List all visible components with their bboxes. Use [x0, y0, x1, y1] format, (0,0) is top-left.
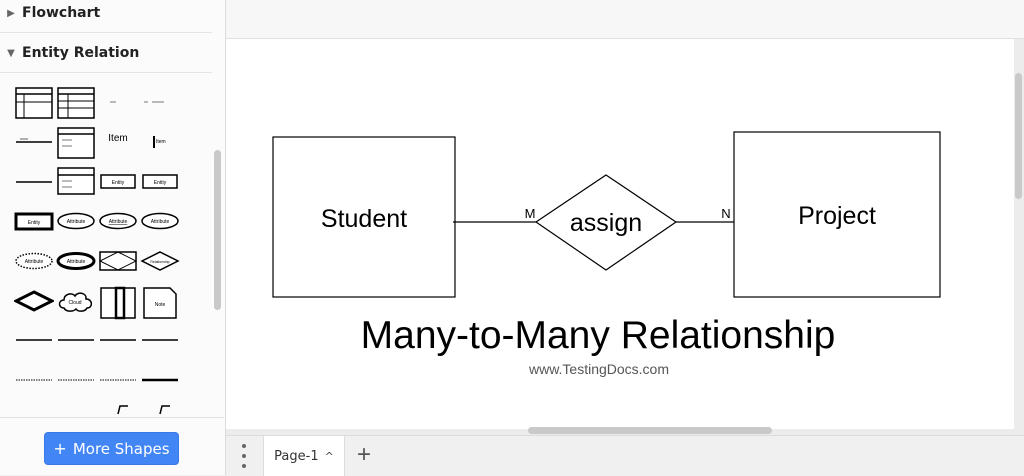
page-tab[interactable]: Page-1 ^	[263, 436, 345, 476]
divider	[0, 72, 212, 73]
shape-line-icon[interactable]	[14, 166, 54, 204]
more-shapes-label: More Shapes	[72, 439, 170, 458]
pages-menu-icon[interactable]	[234, 444, 254, 468]
shape-key-attribute-icon[interactable]: Attribute	[98, 206, 138, 244]
shape-table-list-icon[interactable]	[56, 126, 96, 164]
section-flowchart-label: Flowchart	[22, 5, 101, 21]
shape-item-bar-icon[interactable]: Item	[140, 126, 180, 164]
er-diagram[interactable]: Student M assign N Project Many-to-Many …	[226, 39, 1014, 429]
shape-attribute-label: Attribute	[67, 259, 86, 265]
cardinality-m: M	[525, 206, 536, 221]
shape-connector-icon[interactable]	[140, 326, 180, 364]
shape-attribute-label: Attribute	[67, 219, 86, 225]
shape-entity-attributes-icon[interactable]	[56, 166, 96, 204]
relationship-assign[interactable]	[534, 174, 678, 271]
shape-connector-icon[interactable]	[56, 326, 96, 364]
shape-tablet-icon[interactable]	[98, 286, 138, 324]
shape-associative-entity-icon[interactable]	[98, 246, 138, 284]
shape-elbow-connector-icon[interactable]	[140, 400, 180, 438]
entity-project-label: Project	[798, 202, 876, 230]
shape-connector-dashed-icon[interactable]	[98, 366, 138, 404]
shape-connector-thick-icon[interactable]	[140, 366, 180, 404]
shape-attribute-icon[interactable]: Attribute	[56, 206, 96, 244]
chevron-right-icon: ▶	[7, 7, 15, 19]
shape-derived-attribute-icon[interactable]: Attribute	[14, 246, 54, 284]
page-tabs-bar: Page-1 ^ +	[226, 435, 1024, 476]
shape-relationship-icon[interactable]: Relationship	[140, 246, 180, 284]
cardinality-n: N	[721, 206, 730, 221]
shape-item-icon[interactable]: Item	[98, 126, 138, 164]
shape-elbow-connector-icon[interactable]	[98, 400, 138, 438]
shape-connector-icon[interactable]	[98, 326, 138, 364]
shape-sidebar: ▶ Flowchart ▼ Entity Relation Item	[0, 0, 226, 475]
chevron-down-icon: ▼	[7, 47, 15, 59]
entity-student-label: Student	[321, 205, 407, 233]
more-shapes-button[interactable]: + More Shapes	[44, 432, 179, 465]
shape-entity-icon[interactable]: Entity	[98, 166, 138, 204]
chevron-up-icon[interactable]: ^	[324, 449, 334, 463]
entity-project[interactable]	[733, 131, 941, 298]
shape-entity-alt-icon[interactable]: Entity	[140, 166, 180, 204]
shape-connector-icon[interactable]	[14, 326, 54, 364]
vertical-scrollbar[interactable]	[1015, 73, 1022, 199]
shape-attribute-label: Attribute	[25, 259, 44, 265]
shape-item-label: Item	[108, 133, 127, 144]
shape-weak-entity-icon[interactable]: Entity	[14, 206, 54, 244]
add-page-button[interactable]: +	[356, 441, 371, 468]
shape-attribute-alt-icon[interactable]: Attribute	[140, 206, 180, 244]
sidebar-footer: + More Shapes	[0, 417, 224, 475]
shape-relationship-label: Relationship	[150, 260, 169, 264]
shape-connector-dashed-icon[interactable]	[14, 366, 54, 404]
divider	[0, 32, 212, 33]
shape-connector-dashed-icon[interactable]	[56, 366, 96, 404]
section-entity-relation-label: Entity Relation	[22, 45, 140, 61]
section-entity-relation[interactable]: ▼ Entity Relation	[0, 38, 212, 68]
shape-entity-label: Entity	[154, 180, 167, 186]
diagram-page[interactable]: Student M assign N Project Many-to-Many …	[226, 39, 1014, 429]
shape-entity-label: Entity	[112, 180, 125, 186]
diagram-caption: www.TestingDocs.com	[528, 361, 669, 377]
canvas-area[interactable]: Student M assign N Project Many-to-Many …	[226, 39, 1024, 435]
shape-attribute-label: Attribute	[151, 219, 170, 225]
shape-table-icon[interactable]	[14, 86, 54, 124]
plus-icon: +	[53, 439, 67, 458]
shape-palette: Item Item Entity Entity Entity Attribute…	[10, 82, 200, 417]
relationship-assign-label: assign	[570, 209, 642, 237]
shape-cloud-icon[interactable]: Cloud	[56, 286, 96, 324]
shape-cloud-label: Cloud	[68, 300, 81, 306]
shape-identifying-relationship-icon[interactable]	[14, 286, 54, 324]
horizontal-scrollbar[interactable]	[528, 427, 772, 434]
shape-note-label: Note	[155, 302, 166, 308]
shape-dash-pair-icon[interactable]	[140, 86, 180, 124]
shape-entity-label: Entity	[28, 220, 41, 226]
entity-student[interactable]	[272, 136, 456, 298]
shape-dash-small-icon[interactable]	[98, 86, 138, 124]
shape-note-icon[interactable]: Note	[140, 286, 180, 324]
shape-item-small-label: Item	[156, 139, 166, 145]
toolbar-strip	[226, 0, 1024, 39]
shape-table-keys-icon[interactable]	[56, 86, 96, 124]
section-flowchart[interactable]: ▶ Flowchart	[0, 0, 212, 28]
shape-multivalued-attribute-icon[interactable]: Attribute	[56, 246, 96, 284]
page-tab-label: Page-1	[274, 448, 319, 464]
shape-key-line-icon[interactable]	[14, 126, 54, 164]
diagram-title: Many-to-Many Relationship	[361, 314, 836, 357]
sidebar-scrollbar[interactable]	[214, 150, 221, 310]
shape-attribute-label: Attribute	[109, 219, 128, 225]
